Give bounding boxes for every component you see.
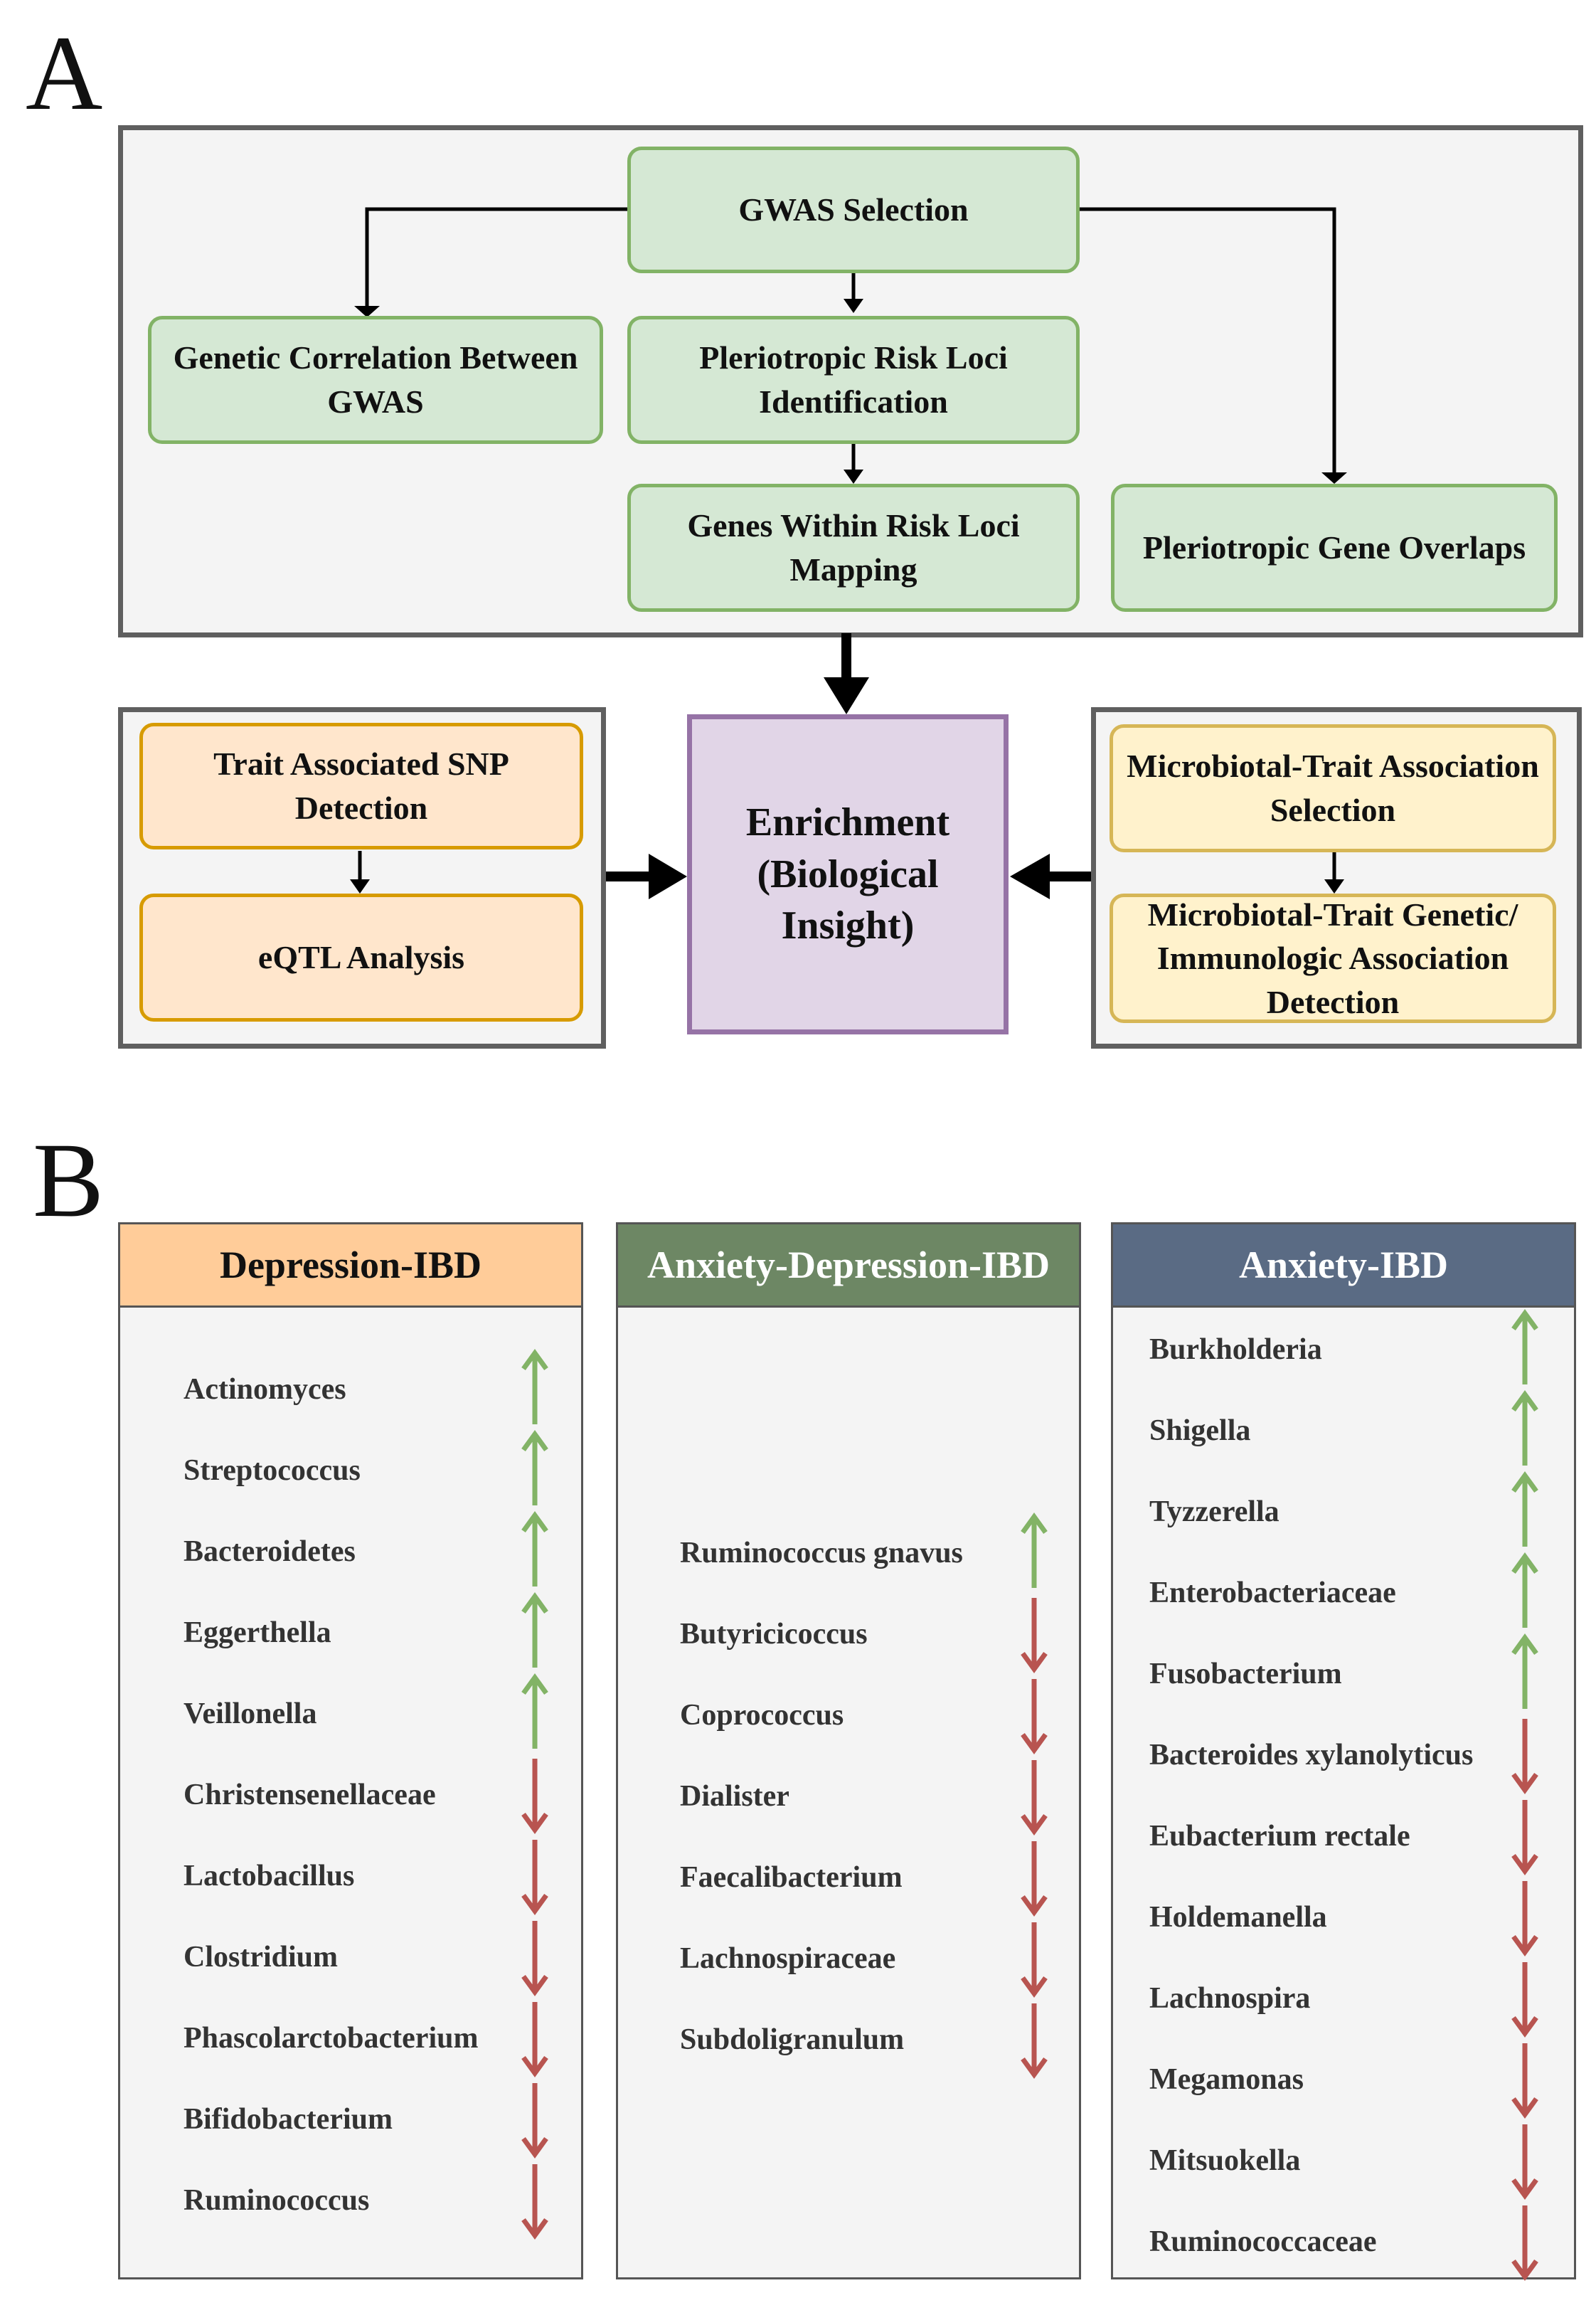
arrow-up-icon [1511,1633,1538,1709]
arrow-down-icon [1511,1800,1538,1875]
arrow-up-icon [521,1592,548,1668]
taxon-label: Bifidobacterium [183,2103,393,2136]
arrow-down-icon [521,1759,548,1834]
taxon-label: Enterobacteriaceae [1149,1577,1396,1609]
taxon-label: Ruminococcus [183,2184,370,2217]
arrow-down-icon [1511,2043,1538,2119]
arrow-down-icon [1021,2003,1048,2079]
taxon-label: Phascolarctobacterium [183,2022,479,2055]
taxon-label: Veillonella [183,1697,317,1730]
arrow-down-icon [521,2083,548,2159]
arrow-down-icon [521,1840,548,1915]
panel-a-letter: A [26,14,103,132]
taxon-label: Christensenellaceae [183,1779,436,1811]
taxon-label: Lachnospira [1149,1982,1311,2015]
arrow-down-icon [1021,1760,1048,1836]
arrow-down-icon [521,2002,548,2077]
gene-overlaps-box: Pleriotropic Gene Overlaps [1111,484,1558,612]
taxon-label: Streptococcus [183,1454,361,1487]
taxon-label: Shigella [1149,1414,1251,1447]
depression-ibd-list [118,1222,583,2279]
anxiety-ibd-header: Anxiety-IBD [1111,1222,1576,1308]
anxiety-depression-ibd-list [616,1222,1081,2279]
taxon-label: Holdemanella [1149,1901,1327,1934]
arrow-up-icon [1511,1471,1538,1547]
arrow-down-icon [1511,1719,1538,1794]
arrow-up-icon [1511,1552,1538,1628]
taxon-label: Bacteroidetes [183,1535,356,1568]
taxon-label: Ruminococcus gnavus [680,1537,963,1569]
arrow-up-icon [521,1673,548,1749]
taxon-label: Coprococcus [680,1699,844,1732]
arrow-down-icon [1021,1598,1048,1673]
arrow-up-icon [521,1349,548,1424]
enrichment-box: Enrichment (Biological Insight) [687,714,1009,1034]
eqtl-box: eQTL Analysis [139,894,583,1022]
depression-ibd-header: Depression-IBD [118,1222,583,1308]
taxon-label: Faecalibacterium [680,1861,903,1894]
taxon-label: Megamonas [1149,2063,1304,2096]
microbiotal-selection-box: Microbiotal-Trait Association Selection [1110,724,1556,852]
taxon-label: Actinomyces [183,1373,346,1406]
anxiety-depression-ibd-header: Anxiety-Depression-IBD [616,1222,1081,1308]
taxon-label: Tyzzerella [1149,1495,1280,1528]
taxon-label: Subdoligranulum [680,2023,905,2056]
arrow-down-icon [1021,1679,1048,1754]
genes-mapping-box: Genes Within Risk Loci Mapping [627,484,1080,612]
connector-arrows [350,207,1347,899]
gwas-selection-box: GWAS Selection [627,147,1080,273]
arrow-down-icon [1511,1881,1538,1956]
arrow-down-icon [521,2164,548,2240]
genetic-correlation-box: Genetic Correlation Between GWAS [148,316,603,444]
arrow-up-icon [521,1511,548,1587]
taxon-label: Clostridium [183,1941,339,1974]
arrow-up-icon [521,1430,548,1505]
taxon-label: Bacteroides xylanolyticus [1149,1739,1474,1771]
taxon-label: Lachnospiraceae [680,1942,896,1975]
taxon-label: Eggerthella [183,1616,331,1649]
taxon-label: Dialister [680,1780,789,1813]
arrow-down-icon [1511,1962,1538,2038]
arrow-to-gene-overlaps [1080,207,1336,474]
taxon-label: Burkholderia [1149,1333,1322,1366]
arrow-down-icon [1511,2124,1538,2200]
anxiety-ibd-list [1111,1222,1576,2279]
taxon-label: Lactobacillus [183,1860,355,1892]
arrow-up-icon [1511,1390,1538,1466]
taxon-label: Mitsuokella [1149,2144,1301,2177]
taxon-label: Butyricicoccus [680,1618,868,1651]
arrow-up-icon [1021,1513,1048,1588]
arrow-down-icon [1021,1841,1048,1917]
panel-b-letter: B [33,1121,105,1239]
arrow-down-icon [1021,1922,1048,1998]
arrow-to-genetic-correlation [365,207,627,307]
snp-detection-box: Trait Associated SNP Detection [139,723,583,849]
taxon-label: Ruminococcaceae [1149,2225,1377,2258]
pleiotropic-loci-box: Pleriotropic Risk Loci Identification [627,316,1080,444]
arrow-down-icon [521,1921,548,1996]
microbiotal-detection-box: Microbiotal-Trait Genetic/ Immunologic A… [1110,894,1556,1023]
arrow-up-icon [1511,1309,1538,1384]
arrow-down-icon [1511,2205,1538,2281]
taxon-label: Fusobacterium [1149,1658,1342,1690]
taxon-label: Eubacterium rectale [1149,1820,1410,1853]
